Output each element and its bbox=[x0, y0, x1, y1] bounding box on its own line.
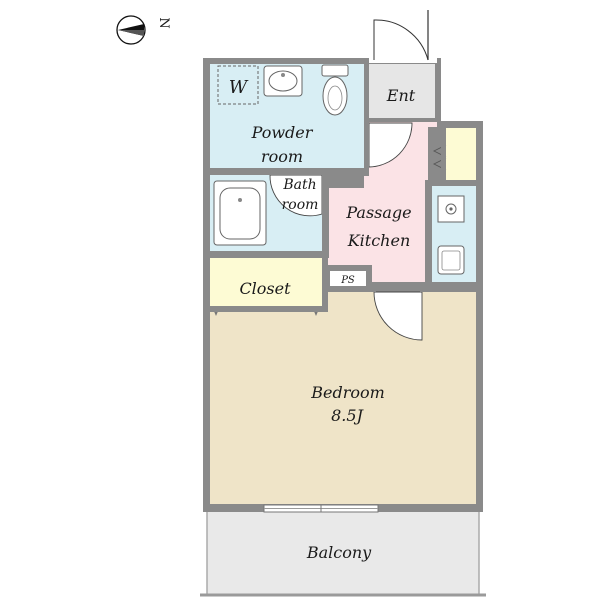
bathtub-icon bbox=[213, 180, 267, 246]
passage-kitchen-label-line1: Passage bbox=[345, 203, 411, 222]
powder-room-label-line1: Powder bbox=[251, 123, 314, 142]
stove-icon bbox=[437, 195, 465, 223]
bathroom-label-line1: Bath bbox=[282, 177, 316, 193]
entrance-door[interactable] bbox=[373, 10, 429, 61]
bedroom-label-line2: 8.5J bbox=[331, 406, 364, 425]
toilet-icon bbox=[321, 64, 349, 116]
bathroom-door[interactable] bbox=[269, 174, 323, 217]
sink-icon bbox=[437, 245, 465, 275]
powder-room-door[interactable] bbox=[368, 122, 413, 168]
pipe-space bbox=[330, 271, 366, 286]
closet bbox=[210, 258, 322, 306]
bathroom-label-line2: room bbox=[282, 197, 319, 213]
interior-walls bbox=[203, 58, 483, 312]
balcony-window bbox=[263, 504, 379, 513]
closet-label: Closet bbox=[239, 279, 291, 298]
balcony bbox=[200, 512, 486, 597]
bedroom-door[interactable] bbox=[373, 291, 423, 341]
entrance-label: Ent bbox=[386, 86, 416, 105]
pipe-space-label: PS bbox=[340, 275, 355, 286]
balcony-label: Balcony bbox=[306, 543, 372, 562]
powder-room-label-line2: room bbox=[261, 147, 303, 166]
entrance bbox=[369, 64, 435, 120]
compass-icon: N bbox=[116, 15, 171, 45]
passage-kitchen-label-line2: Kitchen bbox=[347, 231, 411, 250]
washer-icon: W bbox=[217, 65, 259, 105]
passage-kitchen bbox=[327, 120, 437, 282]
bedroom bbox=[210, 292, 476, 504]
washer-label: W bbox=[229, 77, 249, 98]
bedroom-label-line1: Bedroom bbox=[310, 383, 385, 402]
shoe-cabinet bbox=[446, 128, 476, 180]
compass-north-label: N bbox=[156, 17, 171, 28]
washbasin-icon bbox=[263, 65, 303, 97]
